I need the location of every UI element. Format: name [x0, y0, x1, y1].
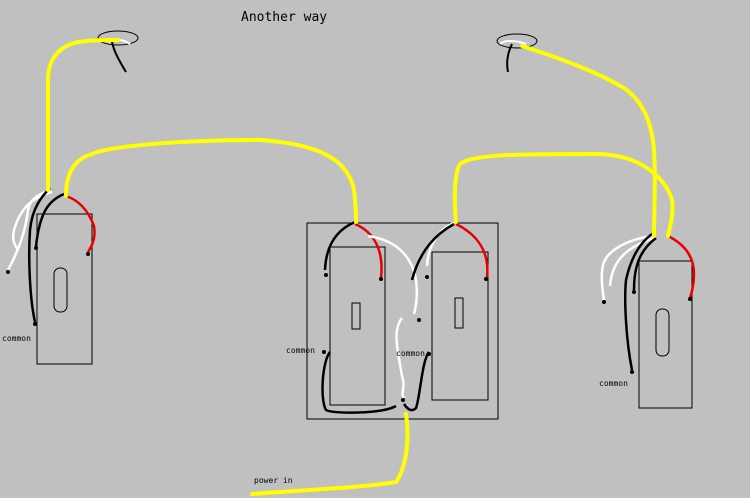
traveler-center-to-right — [452, 151, 675, 238]
yellow-wires — [45, 38, 675, 496]
terminal-screw — [632, 290, 636, 294]
terminal-screw — [688, 297, 692, 301]
center-switch-right — [431, 251, 489, 401]
power-in-feed — [250, 412, 410, 496]
center-switch-wires — [321, 220, 489, 414]
center-switch-left — [329, 246, 386, 406]
common-label-right: common — [599, 379, 628, 388]
terminal-screw — [484, 277, 488, 281]
left-switch-wires — [6, 187, 96, 323]
terminal-screw — [86, 252, 90, 256]
common-label-left: common — [2, 334, 31, 343]
power-in-label: power in — [254, 476, 293, 485]
switch-toggle — [655, 308, 670, 357]
three-way-switch-right — [638, 260, 693, 409]
terminal-screw — [401, 398, 405, 402]
terminal-screws — [6, 246, 692, 402]
terminal-screw — [417, 318, 421, 322]
hot-wire-left-light — [45, 38, 120, 192]
diagram-title: Another way — [241, 10, 327, 25]
common-label-center-left: common — [286, 346, 315, 355]
hot-wire-right-light — [520, 44, 657, 238]
traveler-left-to-center — [64, 137, 358, 224]
switch-toggle — [351, 302, 361, 330]
switch-toggle — [53, 267, 68, 313]
terminal-screw — [324, 273, 328, 277]
terminal-screw — [427, 352, 431, 356]
terminal-screw — [602, 300, 606, 304]
common-label-center-right: common — [396, 349, 425, 358]
terminal-screw — [34, 246, 38, 250]
terminal-screw — [425, 275, 429, 279]
terminal-screw — [322, 350, 326, 354]
double-switch-box — [306, 222, 499, 420]
terminal-screw — [6, 270, 10, 274]
three-way-switch-left — [36, 213, 93, 365]
terminal-screw — [33, 322, 37, 326]
light-fixture-right — [496, 33, 538, 73]
terminal-screw — [630, 370, 634, 374]
right-switch-wires — [600, 232, 696, 371]
terminal-screw — [379, 277, 383, 281]
switch-toggle — [454, 297, 464, 329]
light-fixture-left — [97, 30, 139, 73]
